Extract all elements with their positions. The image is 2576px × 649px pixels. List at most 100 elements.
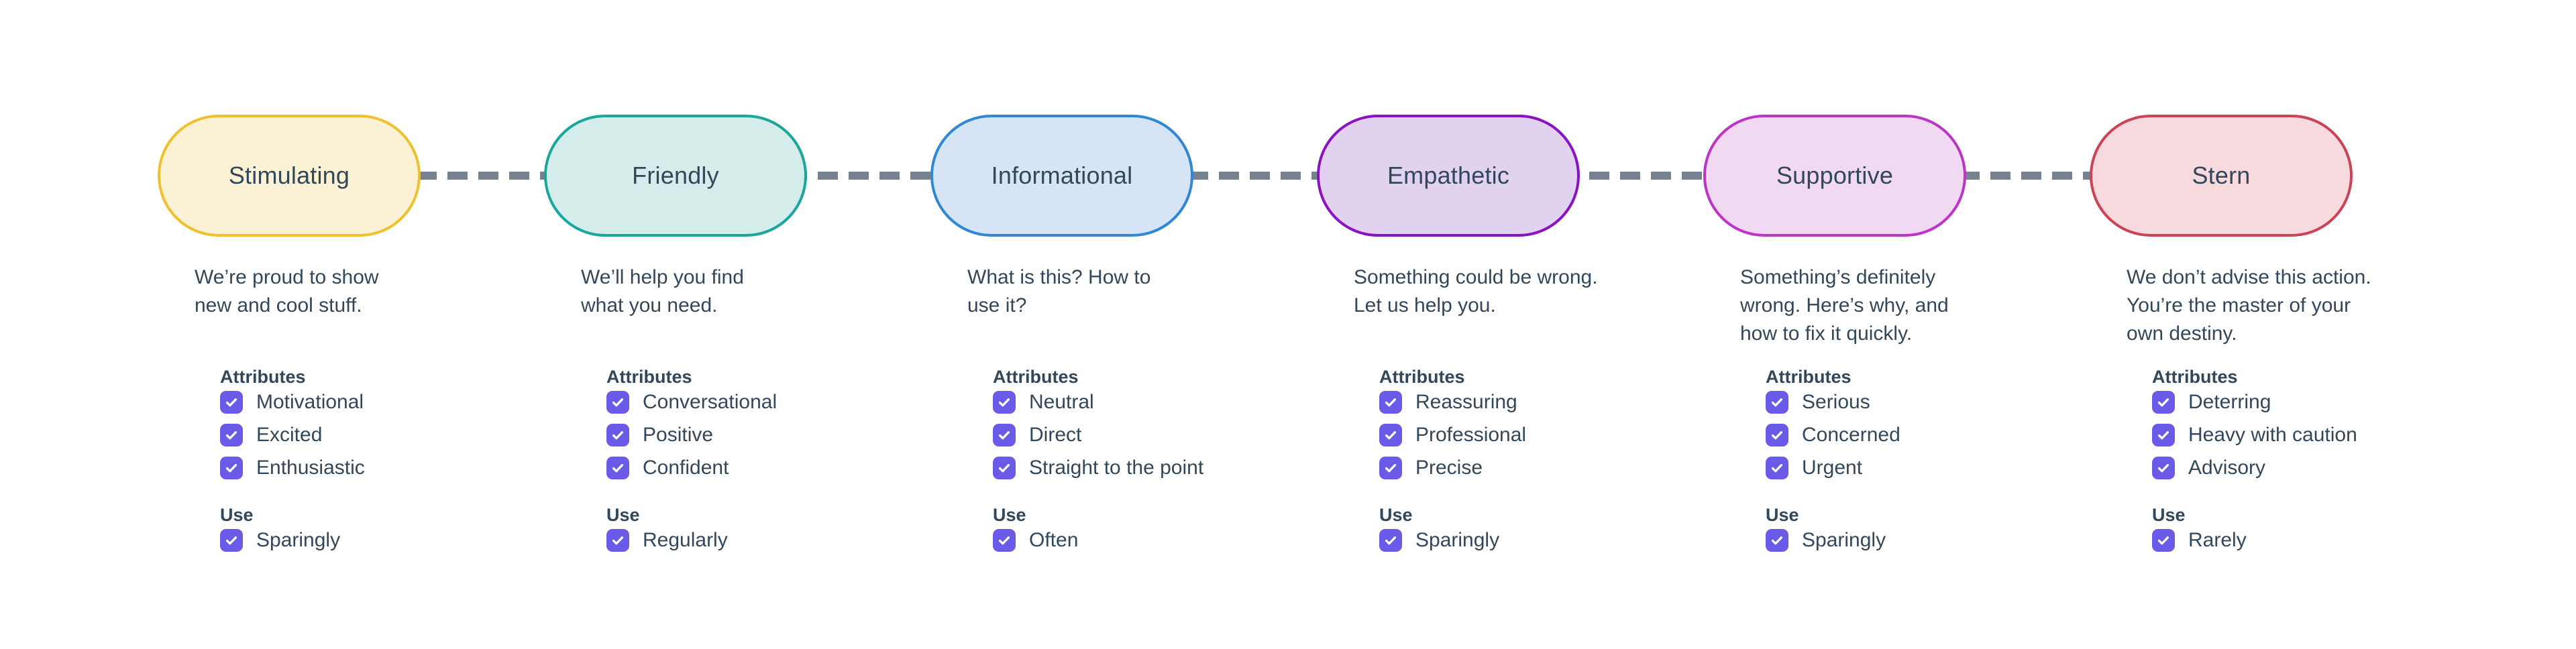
use-checkbox[interactable]	[606, 529, 629, 552]
attribute-label: Confident	[643, 457, 729, 479]
tone-description-line: Something could be wrong.	[1354, 266, 1598, 288]
attribute-row: Serious	[1766, 391, 2090, 414]
use-checkbox[interactable]	[2152, 529, 2175, 552]
use-row: Sparingly	[1766, 529, 2090, 552]
check-icon	[1771, 536, 1783, 545]
attribute-row: Concerned	[1766, 424, 2090, 447]
attribute-checkbox[interactable]	[1766, 424, 1788, 447]
attribute-checkbox[interactable]	[606, 391, 629, 414]
connector-dashed-line	[417, 172, 2094, 180]
attributes-heading: Attributes	[993, 367, 1079, 387]
attribute-row: Confident	[606, 457, 930, 479]
attribute-checkbox[interactable]	[993, 391, 1016, 414]
check-icon	[1771, 464, 1783, 473]
attribute-row: Deterring	[2152, 391, 2476, 414]
attributes-list: Serious Concerned Urgent	[1766, 391, 2090, 479]
use-checkbox[interactable]	[220, 529, 243, 552]
use-checkbox[interactable]	[1766, 529, 1788, 552]
use-label: Rarely	[2188, 529, 2247, 551]
attribute-row: Reassuring	[1379, 391, 1703, 414]
use-label: Regularly	[643, 529, 728, 551]
attribute-checkbox[interactable]	[2152, 424, 2175, 447]
use-label: Sparingly	[256, 529, 341, 551]
attribute-row: Advisory	[2152, 457, 2476, 479]
attribute-checkbox[interactable]	[220, 424, 243, 447]
attribute-label: Deterring	[2188, 391, 2271, 413]
tone-pill-label: Friendly	[632, 162, 719, 189]
use-checkbox[interactable]	[1379, 529, 1402, 552]
attribute-row: Enthusiastic	[220, 457, 544, 479]
tone-description-line: own destiny.	[2127, 322, 2237, 345]
check-icon	[1385, 398, 1397, 407]
tone-column: Empathetic Something could be wrong. Let …	[1317, 115, 1703, 562]
tone-description-line: We’re proud to show	[195, 266, 379, 288]
attributes-heading: Attributes	[1379, 367, 1465, 387]
attribute-label: Motivational	[256, 391, 364, 413]
attribute-checkbox[interactable]	[993, 457, 1016, 479]
use-heading: Use	[2152, 505, 2186, 525]
attribute-row: Precise	[1379, 457, 1703, 479]
attribute-row: Motivational	[220, 391, 544, 414]
attribute-checkbox[interactable]	[606, 424, 629, 447]
attribute-row: Heavy with caution	[2152, 424, 2476, 447]
attribute-label: Professional	[1415, 424, 1527, 446]
attribute-label: Direct	[1029, 424, 1082, 446]
attribute-checkbox[interactable]	[220, 391, 243, 414]
attribute-row: Straight to the point	[993, 457, 1317, 479]
tone-attributes-section: Attributes Deterring H	[2152, 365, 2476, 552]
tone-description-line: Let us help you.	[1354, 294, 1496, 316]
tone-pill: Stimulating	[158, 115, 421, 237]
attribute-checkbox[interactable]	[2152, 457, 2175, 479]
tone-description-line: use it?	[967, 294, 1027, 316]
check-icon	[225, 536, 237, 545]
attributes-list: Conversational Positive Confident	[606, 391, 930, 479]
attribute-checkbox[interactable]	[1766, 391, 1788, 414]
use-heading: Use	[1379, 505, 1413, 525]
attributes-heading: Attributes	[220, 367, 306, 387]
tone-pill: Supportive	[1703, 115, 1966, 237]
attribute-checkbox[interactable]	[220, 457, 243, 479]
tone-pill-label: Empathetic	[1387, 162, 1510, 189]
attribute-checkbox[interactable]	[1379, 391, 1402, 414]
check-icon	[1385, 431, 1397, 440]
attribute-checkbox[interactable]	[2152, 391, 2175, 414]
tone-description: Something could be wrong. Let us help you…	[1354, 263, 1703, 365]
attribute-checkbox[interactable]	[1766, 457, 1788, 479]
attribute-label: Straight to the point	[1029, 457, 1204, 479]
attribute-checkbox[interactable]	[1379, 424, 1402, 447]
check-icon	[1385, 464, 1397, 473]
attribute-checkbox[interactable]	[1379, 457, 1402, 479]
tone-pill-label: Stimulating	[228, 162, 350, 189]
check-icon	[1385, 536, 1397, 545]
use-row: Sparingly	[1379, 529, 1703, 552]
tone-description-line: wrong. Here’s why, and	[1740, 294, 1949, 316]
tone-description-line: We’ll help you find	[581, 266, 744, 288]
tone-description-line: how to fix it quickly.	[1740, 322, 1913, 345]
tone-attributes-section: Attributes Conversational	[606, 365, 930, 552]
attribute-checkbox[interactable]	[993, 424, 1016, 447]
check-icon	[612, 464, 624, 473]
check-icon	[2157, 536, 2169, 545]
tone-description: We don’t advise this action.You’re the m…	[2127, 263, 2476, 365]
check-icon	[612, 398, 624, 407]
attributes-list: Reassuring Professional Precise	[1379, 391, 1703, 479]
check-icon	[1771, 431, 1783, 440]
attribute-checkbox[interactable]	[606, 457, 629, 479]
check-icon	[998, 431, 1010, 440]
use-checkbox[interactable]	[993, 529, 1016, 552]
check-icon	[998, 398, 1010, 407]
attributes-list: Neutral Direct Straight to the point	[993, 391, 1317, 479]
check-icon	[2157, 464, 2169, 473]
attribute-label: Enthusiastic	[256, 457, 365, 479]
tone-pill: Stern	[2090, 115, 2353, 237]
check-icon	[1771, 398, 1783, 407]
check-icon	[612, 536, 624, 545]
attribute-label: Heavy with caution	[2188, 424, 2357, 446]
